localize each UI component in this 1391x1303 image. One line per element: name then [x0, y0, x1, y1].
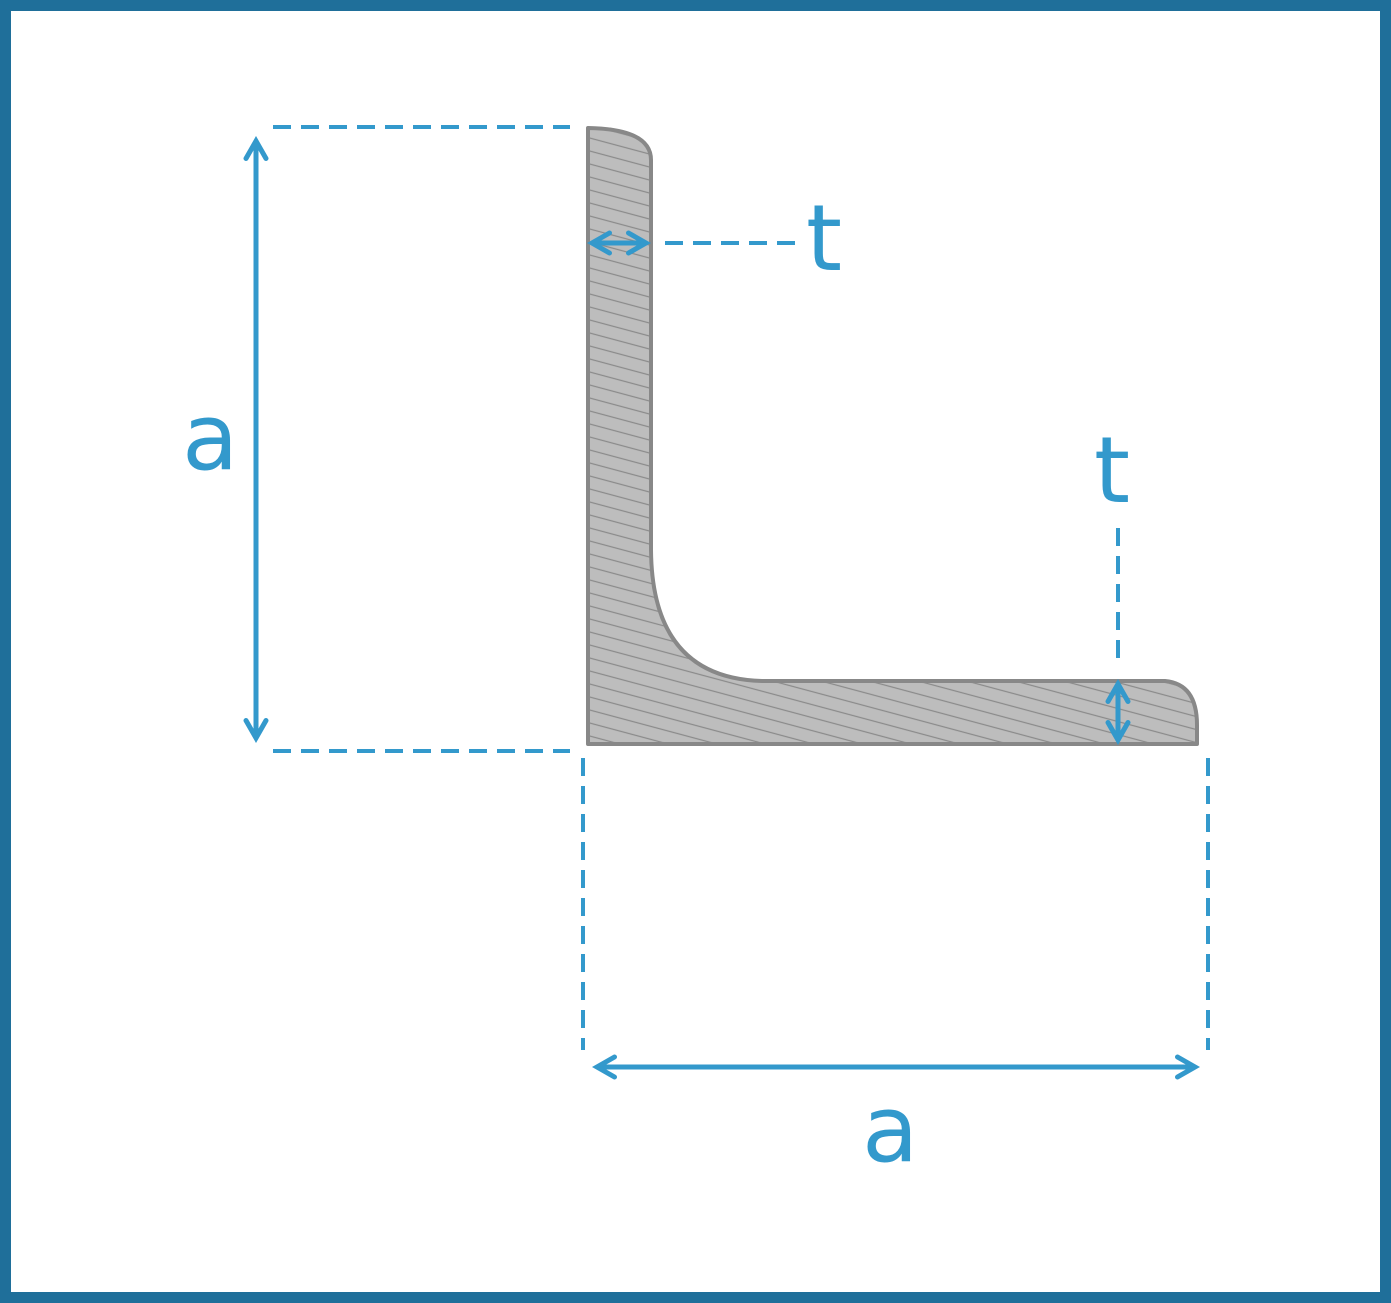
extension-lines: [273, 125, 1210, 1050]
height-label: a: [182, 384, 238, 491]
width-label: a: [862, 1076, 918, 1183]
horizontal-thickness-label: t: [1094, 417, 1130, 524]
vertical-thickness-label: t: [806, 185, 842, 292]
dimension-arrows: [243, 135, 1201, 1080]
angle-profile: [586, 126, 1199, 746]
